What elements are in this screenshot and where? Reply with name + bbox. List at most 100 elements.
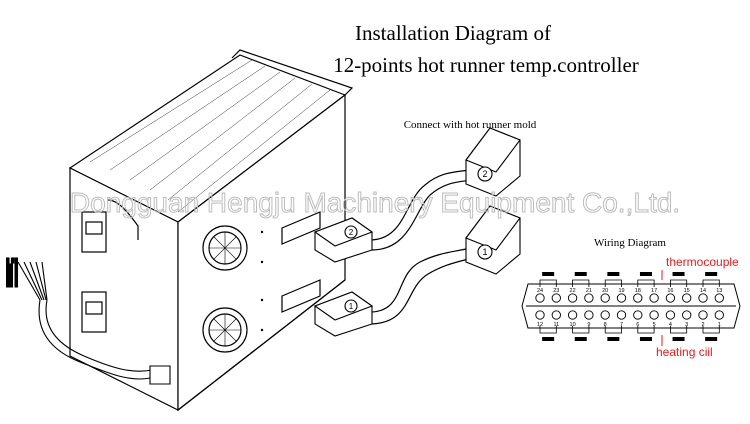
thermocouple-bracket (572, 279, 590, 287)
terminal-top-23-number: 23 (553, 288, 559, 294)
terminal-bottom-10-number: 10 (570, 322, 576, 328)
box-handle (231, 49, 354, 96)
heating-bracket (637, 326, 655, 334)
front-module-bottom (81, 291, 107, 333)
terminal-top-16-number: 16 (667, 288, 673, 294)
terminal-top-14-number: 14 (700, 288, 706, 294)
terminal-bottom-1-number: 1 (718, 322, 721, 328)
terminal-bottom-12-number: 12 (537, 322, 543, 328)
terminal-bottom-11-pin (551, 310, 561, 320)
heating-tag (705, 337, 718, 341)
terminal-top-24-pin (535, 293, 545, 303)
terminal-top-13-pin (714, 293, 724, 303)
heating-bracket (539, 326, 557, 334)
socket-panel-bottom (281, 279, 321, 313)
thermocouple-tag (705, 272, 718, 276)
heating-brackets (539, 326, 720, 341)
svg-text:██ █: ██ █ (6, 275, 18, 282)
mold-plug-top (465, 127, 521, 197)
plug-number-2: 1 (349, 302, 354, 311)
title-line-2: 12-points hot runner temp.controller (333, 53, 639, 77)
terminal-top-16-pin (665, 293, 676, 303)
watermark: Dongguan Hengju Machinery Equipment Co.,… (70, 187, 680, 218)
mold-plug-bottom-badge (477, 244, 493, 260)
terminal-bottom-9-pin (584, 310, 594, 320)
mold-plug-bottom (465, 205, 521, 275)
power-wire-labels: █ ██ ██ █ ██ █ ██ █ ██ █ (6, 257, 18, 288)
mold-plug-top-badge (477, 166, 493, 182)
terminal-bottom-5-number: 5 (653, 322, 656, 328)
wiring-diagram-label: Wiring Diagram (594, 237, 666, 249)
svg-text:██ █: ██ █ (6, 263, 18, 270)
fan-top (202, 225, 248, 271)
heating-tag (574, 337, 587, 341)
terminal-bottom-4-pin (665, 310, 676, 320)
terminal-top-18-number: 18 (635, 288, 641, 294)
fan-grilles (209, 232, 241, 346)
box-top-hatch (89, 59, 331, 213)
terminal-bottom-7-pin (616, 310, 627, 320)
terminal-bottom-3-pin (682, 310, 692, 320)
terminal-top-19-pin (616, 293, 627, 303)
thermocouple-bracket (539, 279, 557, 287)
thermocouple-bracket (637, 279, 655, 287)
terminal-top-20-pin (600, 293, 610, 303)
controller-plug-top-badge (344, 225, 358, 239)
heating-tag (542, 337, 555, 341)
thermocouple-brackets (539, 272, 720, 287)
terminal-top-15-pin (682, 293, 692, 303)
terminal-top-21-pin (584, 293, 594, 303)
thermocouple-bracket (702, 279, 720, 287)
terminal-top-18-pin (633, 293, 643, 303)
connect-label: Connect with hot runner mold (404, 119, 537, 131)
terminal-top-13-number: 13 (716, 288, 722, 294)
terminal-top-21-number: 21 (586, 288, 592, 294)
heating-bracket (604, 326, 622, 334)
controller-box (68, 49, 354, 412)
thermocouple-tag (672, 272, 685, 276)
terminal-top-20-number: 20 (602, 288, 608, 294)
svg-text:██ █: ██ █ (6, 281, 18, 288)
front-module-top-window (85, 221, 103, 235)
terminal-bottom-10-pin (567, 310, 578, 320)
thermocouple-bracket (670, 279, 688, 287)
terminal-bottom-1-pin (714, 310, 724, 320)
terminal-bottom-12-pin (535, 310, 545, 320)
terminal-top-19-number: 19 (618, 288, 624, 294)
vent-dots (260, 230, 264, 332)
front-module-top (81, 211, 107, 253)
terminal-bottom-2-pin (698, 310, 708, 320)
wiring-block (521, 283, 741, 329)
terminal-bottom-8-pin (600, 310, 610, 320)
terminal-top-22-number: 22 (570, 288, 576, 294)
heating-bracket (572, 326, 590, 334)
thermocouple-tag (639, 272, 652, 276)
terminal-bottom-6-pin (633, 310, 643, 320)
wiring-block-outline (521, 283, 741, 329)
heating-tag (607, 337, 620, 341)
title-line-1: Installation Diagram of (355, 21, 551, 45)
terminal-bottom-8-number: 8 (604, 322, 607, 328)
heating-bracket (670, 326, 688, 334)
fan-bottom (202, 307, 248, 353)
thermocouple-label: thermocouple (666, 255, 739, 269)
socket-panel-top (281, 211, 321, 245)
front-handle (107, 199, 139, 240)
terminal-top-15-number: 15 (684, 288, 690, 294)
heating-label: heating ciil (656, 345, 713, 359)
terminal-bottom-3-number: 3 (685, 322, 688, 328)
plug-number-1: 2 (349, 228, 354, 237)
svg-text:██ █: ██ █ (6, 269, 18, 276)
terminal-top-22-pin (567, 293, 578, 303)
power-cable (17, 261, 171, 385)
heating-tag (672, 337, 685, 341)
thermocouple-tag (574, 272, 587, 276)
heating-tag (639, 337, 652, 341)
terminal-top-24-number: 24 (537, 288, 543, 294)
plug-number-4: 1 (482, 247, 487, 257)
terminal-bottom-6-number: 6 (636, 322, 639, 328)
